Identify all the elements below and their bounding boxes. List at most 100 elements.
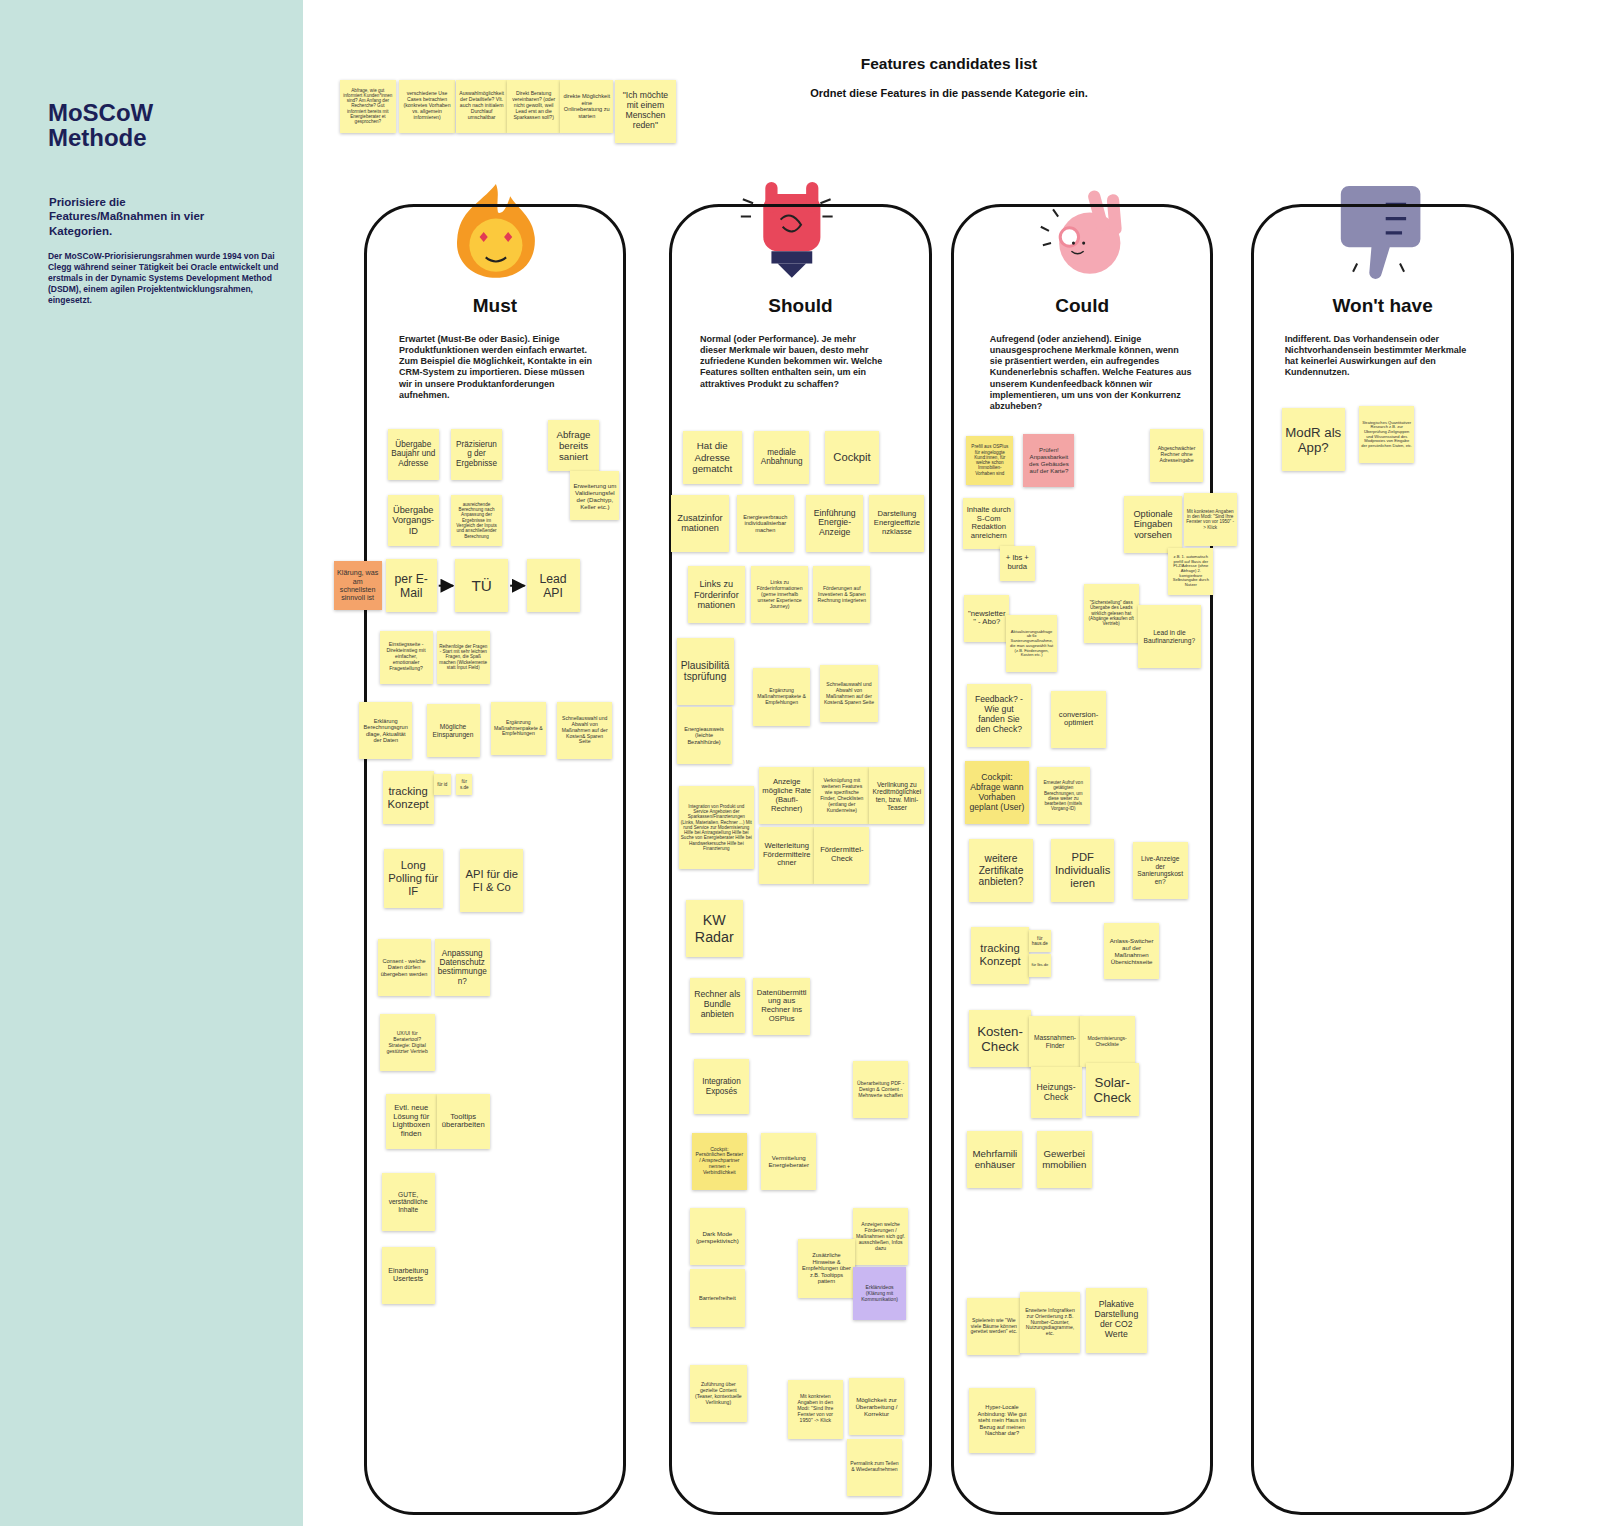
sticky-note: ausreichende Berechnung nach Anpassung d… [451,495,502,546]
sticky-note: Verlinkung zu Kreditmöglichkeiten, bzw. … [869,767,924,824]
note-text: Vermittelung Energieberater [764,1154,813,1168]
sticky-note: Ergänzung Maßnahmenpakete & Empfehlungen [491,702,546,755]
sticky-note: Einstiegsseite - Direkteinstieg mit einf… [380,631,433,684]
sticky-note: "Ich möchte mit einem Menschen reden" [615,80,675,143]
sticky-note: Weiterleitung Fördermittelrechner [759,827,814,884]
category-column: Won't haveIndifferent. Das Vorhandensein… [1251,204,1514,1515]
note-text: Förderungen auf Investieren & Sparen Rec… [816,586,867,604]
sticky-note: GUTE, verständliche Inhalte [382,1173,435,1230]
note-text: Ergänzung Maßnahmenpakete & Empfehlungen [494,720,543,738]
sticky-note: Feedback? - Wie gut fanden Sie den Check… [967,684,1030,747]
sticky-note: für s.de [456,774,472,794]
note-text: Prefill aus OSPlus für eingeloggte Kund:… [968,444,1011,476]
note-text: KW Radar [689,912,740,945]
note-text: Energieausweis (leichte Bezahlhürde) [680,726,729,745]
note-text: Anpassung Datenschutz bestimmungen? [438,949,487,987]
sticky-note: Verknüpfung mit weiteren Features wie sp… [814,767,869,824]
note-text: TÜ [458,577,505,595]
column-description: Aufregend (oder anziehend). Einige unaus… [990,334,1192,413]
sticky-note: Cockpit [825,431,878,484]
sticky-note: Erweiterung um Validierungsfelder (Dacht… [570,471,619,520]
note-text: Permalink zum Teilen & Wiederaufnehmen [850,1461,899,1473]
sticky-note: Übergabe Baujahr und Adresse [388,429,439,480]
sticky-note: Prefill aus OSPlus für eingeloggte Kund:… [966,436,1013,485]
sticky-note: Klärung, was am schnellsten sinnvoll ist [334,561,382,610]
note-text: Direkt Beratung vereinbaren? (oder nicht… [510,91,557,120]
note-text: z.B. 1. automatisch prefill auf Basis de… [1170,555,1211,588]
rock-hand-icon [741,182,833,278]
sticky-note: Abfrage, wie gut informiert Kunden*innen… [340,80,396,133]
note-text: Verknüpfung mit weiteren Features wie sp… [817,778,866,813]
note-text: Überarbeitung PDF - Design & Content - M… [856,1081,905,1099]
note-text: per E-Mail [389,572,434,600]
sticky-note: ModR als App? [1282,408,1345,471]
sticky-note: Kosten-Check [969,1010,1030,1067]
sticky-note: Erweitere Infografiken zur Orientierung … [1020,1292,1079,1353]
note-text: Live-Anzeige der Sanierungskosten? [1136,855,1185,885]
column-heading: Could [954,295,1210,317]
sticky-note: Barrierefreiheit [690,1269,745,1326]
note-text: Modernisierungs-Checkliste [1083,1036,1132,1048]
sticky-note: PDF Individualisieren [1051,839,1114,902]
sticky-note: Möglichkeit zur Überarbeitung / Korrektu… [849,1378,904,1435]
note-text: für haus.de [1031,936,1049,947]
note-text: "Sicherstellung" dass Übergabe des Leads… [1086,600,1137,626]
sticky-note: Mit konkreten Angaben in den Modi: "Sind… [788,1380,843,1439]
sticky-note: Optionale Eingaben vorsehen [1124,496,1181,553]
note-text: Schnellauswahl und Abwahl von Maßnahmen … [560,716,609,745]
note-text: Aktualisierungsabfrage ab 6x Sanierungsm… [1008,630,1055,658]
note-text: Integration Exposés [697,1077,746,1096]
sticky-note: Reihenfolge der Fragen - Start mit sehr … [437,631,490,684]
note-text: conversion-optimiert [1054,711,1103,729]
sticky-note: Anzeigen welche Förderungen / Maßnahmen … [853,1208,908,1265]
sticky-note: "newsletter" - Abo? [964,595,1009,642]
sticky-note: Consent - welche Daten dürfen übergeben … [378,939,431,996]
note-text: Mögliche Einsparungen [430,723,477,738]
sticky-note: für haus.de [1029,930,1051,952]
note-text: Links zu Förderinformationen [691,579,742,611]
note-text: Energieverbrauch individualisierbar mach… [740,514,791,533]
sticky-note: Fördermittel-Check [814,827,869,884]
sticky-note: Anlass-Switcher auf der Maßnahmen Übersi… [1104,923,1159,978]
panel-description: Der MoSCoW-Priorisierungsrahmen wurde 19… [48,251,281,306]
note-text: Präzisierung der Ergebnisse [454,440,499,468]
sticky-note: Hyper-Locale Anbindung: Wie gut steht me… [969,1388,1034,1453]
sticky-note: Aktualisierungsabfrage ab 6x Sanierungsm… [1006,615,1057,672]
flow-arrow [439,585,453,587]
note-text: Erklärvideos (Klärung mit Kommunikation) [856,1285,903,1303]
sticky-note: Erneuter Aufruf von getätigten Berechnun… [1037,767,1090,824]
sticky-note: Auswahlmöglichkeit der Detailtiefe? Vlt.… [456,80,507,133]
note-text: direkte Möglichkeit eine Onlineberatung … [563,93,610,119]
sticky-note: UX/UI für Beratertool? Strategie: Digita… [380,1014,435,1071]
sticky-note: direkte Möglichkeit eine Onlineberatung … [560,80,613,133]
note-text: Ergänzung Maßnahmenpakete & Empfehlungen [756,688,807,706]
panel-subtitle: Priorisiere die Features/Maßnahmen in vi… [49,195,243,238]
note-text: Einführung Energie-Anzeige [809,509,860,539]
note-text: Reihenfolge der Fragen - Start mit sehr … [439,644,488,670]
sticky-note: Energieverbrauch individualisierbar mach… [737,495,794,552]
sticky-note: Anpassung Datenschutz bestimmungen? [435,939,490,996]
note-text: Mehrfamilienhäuser [970,1148,1019,1170]
sticky-note: TÜ [455,559,508,612]
note-text: Möglichkeit zur Überarbeitung / Korrektu… [852,1396,901,1417]
note-text: ModR als App? [1285,425,1342,456]
sticky-note: Mit konkreten Angaben in den Modi: "Sind… [1184,493,1237,546]
sticky-note: Integration Exposés [694,1059,749,1114]
note-text: Erweiterung um Validierungsfelder (Dacht… [573,482,616,510]
sticky-note: mediale Anbahnung [754,431,809,484]
note-text: Long Polling für IF [387,859,440,898]
note-text: Cockpit: Abfrage wann Vorhaben geplant (… [968,773,1025,813]
sticky-note: Tooltips überarbeiten [437,1094,490,1149]
sticky-note: Schnellauswahl und Abwahl von Maßnahmen … [557,702,612,759]
sticky-note: Lead API [527,559,580,612]
column-heading: Should [672,295,928,317]
note-text: Abfrage bereits saniert [551,429,596,462]
sticky-note: Zusatzinformationen [671,495,728,552]
note-text: Erweitere Infografiken zur Orientierung … [1023,1308,1076,1337]
sticky-note: KW Radar [686,900,743,957]
note-text: Evtl. neue Lösung für Lightboxen finden [389,1104,434,1139]
sticky-note: Ergänzung Maßnahmenpakete & Empfehlungen [753,668,810,725]
sticky-note: Heizungs-Check [1031,1067,1082,1118]
sticky-note: Hat die Adresse gematcht [683,431,742,484]
sticky-note: Lead in die Baufinanzierung? [1138,605,1201,668]
